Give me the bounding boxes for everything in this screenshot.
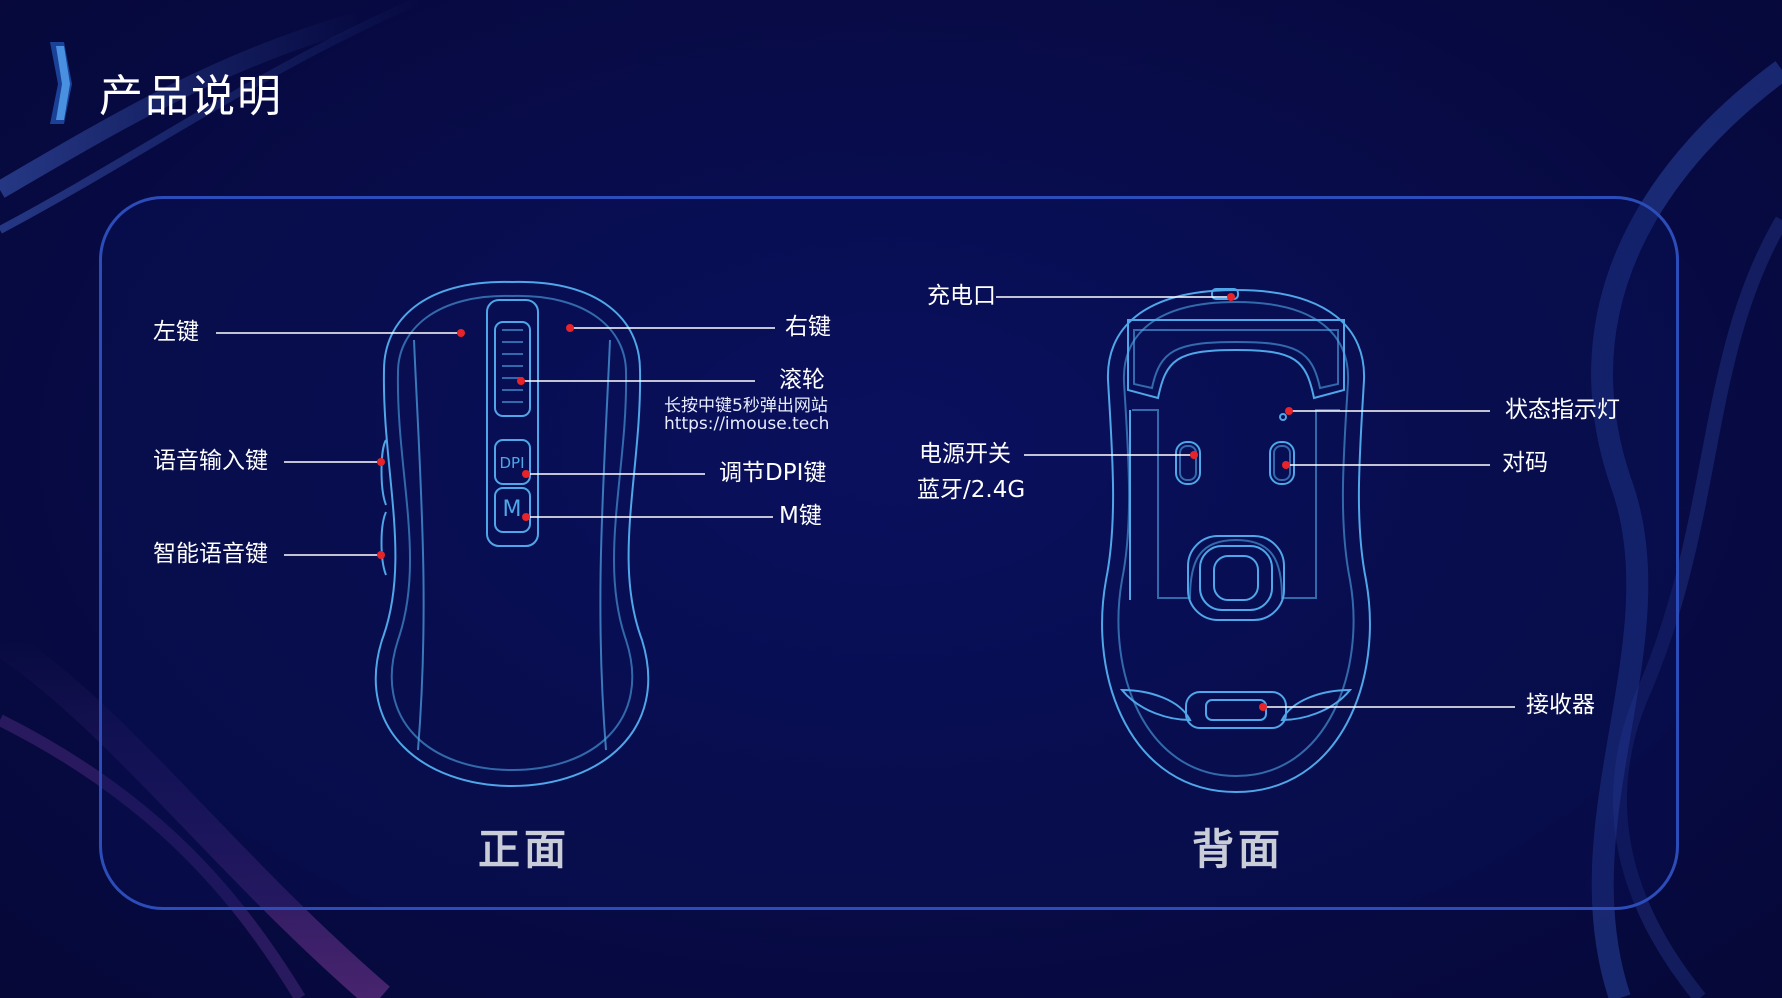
dpi-button-text: DPI xyxy=(499,454,524,472)
label-power-switch: 电源开关 xyxy=(919,441,1011,467)
marker-right-key xyxy=(566,324,574,332)
label-m-key: M键 xyxy=(779,503,822,529)
back-caption: 背面 xyxy=(1192,825,1285,874)
label-dpi-key: 调节DPI键 xyxy=(719,460,827,486)
product-panel xyxy=(99,196,1679,910)
leader-lines xyxy=(216,296,1515,708)
label-scroll-note-2: https://imouse.tech xyxy=(664,414,830,434)
front-caption: 正面 xyxy=(478,825,571,874)
label-right-key: 右键 xyxy=(785,314,831,340)
marker-charge-port xyxy=(1227,293,1235,301)
page-title: 产品说明 xyxy=(99,71,283,122)
label-voice-input-key: 语音输入键 xyxy=(153,448,268,474)
marker-dots xyxy=(377,293,1293,711)
label-smart-voice-key: 智能语音键 xyxy=(153,541,268,567)
label-charge-port: 充电口 xyxy=(927,283,996,309)
marker-pairing xyxy=(1282,461,1290,469)
label-left-key: 左键 xyxy=(153,319,199,345)
marker-smart-voice xyxy=(377,551,385,559)
marker-left-key xyxy=(457,329,465,337)
marker-dpi xyxy=(522,470,530,478)
marker-m-key xyxy=(522,513,530,521)
marker-voice-input xyxy=(377,458,385,466)
back-mouse-outline xyxy=(1101,288,1371,794)
marker-status-light xyxy=(1285,407,1293,415)
label-bt-mode: 蓝牙/2.4G xyxy=(917,477,1026,503)
marker-power-switch xyxy=(1190,451,1198,459)
title-accent-icon xyxy=(50,42,72,124)
label-scroll-note-1: 长按中键5秒弹出网站 xyxy=(664,396,828,416)
label-scroll-wheel: 滚轮 xyxy=(779,367,825,393)
label-pairing: 对码 xyxy=(1502,450,1548,476)
m-button-text: M xyxy=(503,497,522,522)
front-mouse-outline xyxy=(374,280,650,788)
label-status-light: 状态指示灯 xyxy=(1505,397,1620,423)
label-receiver: 接收器 xyxy=(1526,692,1595,718)
marker-receiver xyxy=(1259,703,1267,711)
marker-scroll xyxy=(517,377,525,385)
